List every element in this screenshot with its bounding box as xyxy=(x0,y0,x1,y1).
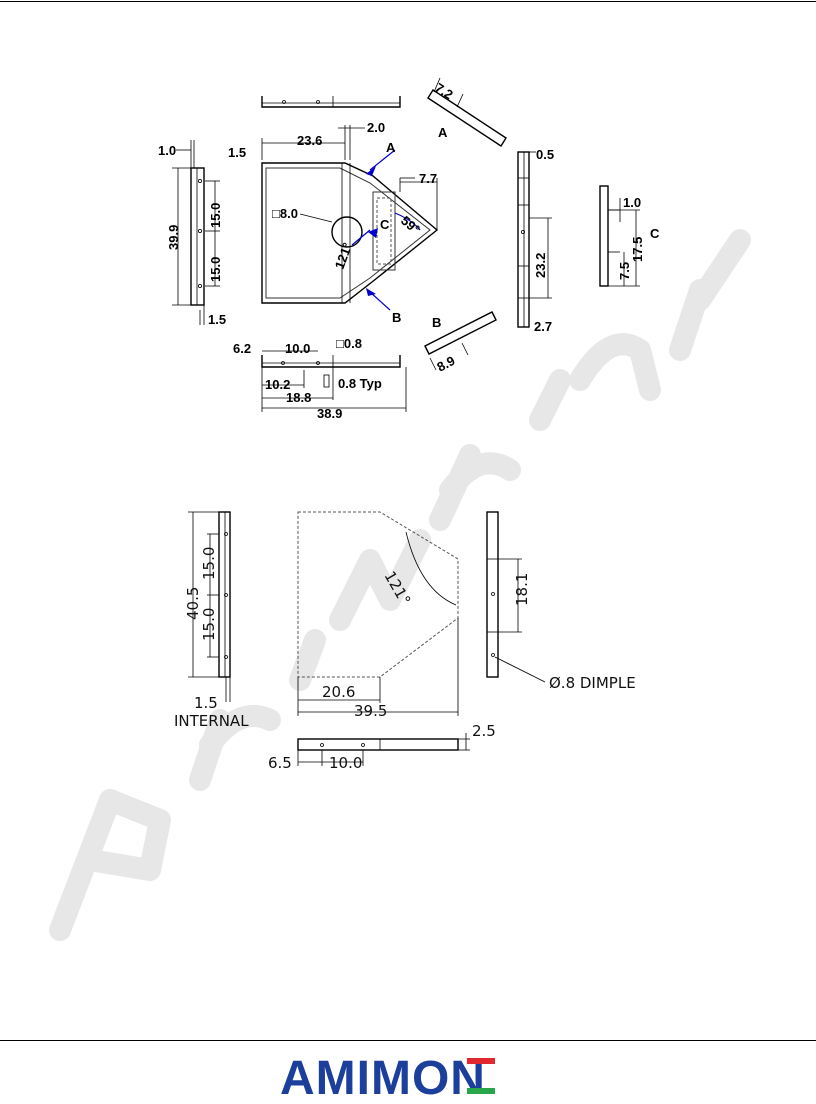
bottom-dim-1-5: 1.5 xyxy=(194,694,218,712)
amimon-logo-text: AMIMON xyxy=(280,1052,486,1098)
bottom-dim-39-5: 39.5 xyxy=(354,702,387,720)
logo-green-accent xyxy=(467,1088,495,1094)
bottom-dim-15-0-upper: 15.0 xyxy=(200,547,218,580)
bottom-dim-6-5: 6.5 xyxy=(268,754,292,772)
bottom-edge-strip xyxy=(298,733,470,766)
dimple-note: Ø.8 DIMPLE xyxy=(549,674,636,692)
bottom-dim-10-0: 10.0 xyxy=(329,754,362,772)
logo-red-accent xyxy=(467,1058,495,1064)
bottom-dim-15-0-lower: 15.0 xyxy=(200,608,218,641)
label-internal: INTERNAL xyxy=(174,712,249,730)
footer-rule xyxy=(0,1040,816,1041)
bottom-dim-2-5: 2.5 xyxy=(472,722,496,740)
bottom-dim-121-degrees: 121° xyxy=(381,568,415,608)
bottom-dim-18-1: 18.1 xyxy=(513,573,531,606)
bottom-dim-20-6: 20.6 xyxy=(322,683,355,701)
amimon-logo: AMIMON xyxy=(280,1052,540,1098)
